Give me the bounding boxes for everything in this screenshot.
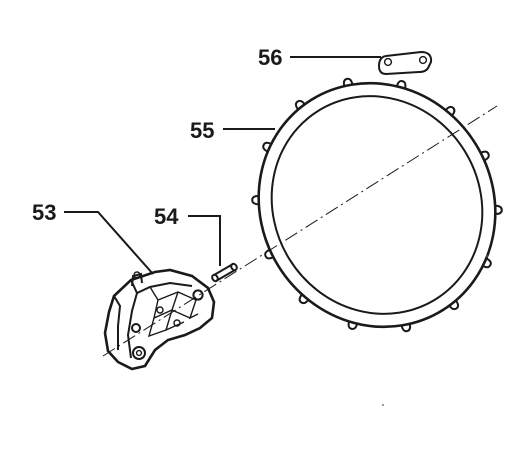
speck [382,404,384,406]
gasket-tab [444,105,456,117]
part-54-dowel-pin [211,262,238,283]
gasket-tab [482,257,492,269]
part-56-retaining-plate [377,50,433,76]
gasket-tab [495,204,503,216]
callout-56: 56 [258,45,282,70]
gasket-tab [264,248,274,260]
callout-55: 55 [190,118,214,143]
gasket-tab [262,141,272,153]
gasket-tab [342,77,354,87]
leader-line-53 [64,211,154,275]
part-53-bracket-housing [103,268,216,371]
gasket-tab [400,323,412,333]
part-55-gasket-ring [251,77,503,333]
gasket-tab [395,79,407,89]
gasket-tab [298,293,310,305]
gasket-tab [347,321,359,331]
gasket-tab [251,194,259,206]
gasket-tab [448,299,460,311]
callout-54: 54 [154,204,179,229]
callout-53: 53 [32,200,56,225]
speck [486,255,488,257]
gasket-tab [294,99,306,111]
assembly-center-axis [102,105,498,357]
gasket-tab [480,150,490,162]
leader-line-54 [188,215,221,266]
